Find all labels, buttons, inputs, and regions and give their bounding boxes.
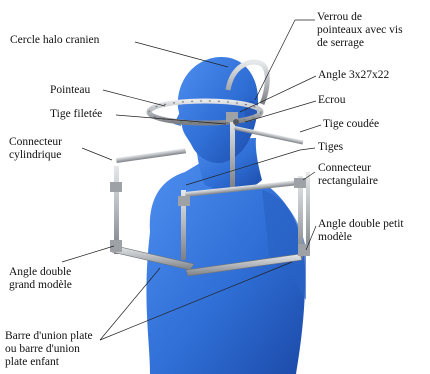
label-angle-double-grand-line-2: grand modèle (9, 279, 72, 292)
label-verrou-line-1: Verrou de (317, 11, 403, 24)
label-connecteur-rect-line-2: rectangulaire (318, 175, 378, 188)
label-connecteur-cyl-line-1: Connecteur (9, 136, 62, 149)
rod-left (116, 148, 186, 163)
leader-tige-coudee (300, 125, 321, 132)
label-angle-double-petit-line-2: modèle (318, 231, 404, 244)
label-barre-union: Barre d'union plate ou barre d'union pla… (5, 330, 93, 369)
label-barre-union-line-3: plate enfant (5, 356, 93, 369)
nut (233, 119, 239, 125)
leader-angle-grand (62, 246, 114, 262)
leader-connecteur-cyl (82, 148, 112, 160)
label-verrou-line-3: de serrage (317, 37, 403, 50)
label-barre-union-line-2: ou barre d'union (5, 343, 93, 356)
label-tige-filetee: Tige filetée (50, 108, 102, 121)
label-connecteur-cyl-line-2: cylindrique (9, 149, 62, 162)
halo-post (230, 118, 235, 188)
label-ecrou: Ecrou (318, 94, 345, 107)
leader-tiges-a (300, 148, 315, 150)
label-angle-3x27x22: Angle 3x27x22 (318, 69, 389, 82)
label-connecteur-cyl: Connecteur cylindrique (9, 136, 62, 162)
angle-bottom-left (110, 240, 122, 252)
angle-bottom-right (298, 244, 310, 256)
connector-left (110, 182, 122, 192)
label-angle-double-grand-line-1: Angle double (9, 266, 72, 279)
label-angle-double-grand: Angle double grand modèle (9, 266, 72, 292)
label-pointeau: Pointeau (50, 84, 90, 97)
connector-center (178, 196, 190, 206)
label-connecteur-rect: Connecteur rectangulaire (318, 162, 378, 188)
leader-cercle-halo (135, 42, 228, 67)
upright-right-2 (306, 172, 310, 256)
label-cercle-halo: Cercle halo cranien (10, 34, 99, 47)
leader-verrou (255, 20, 295, 100)
label-verrou-line-2: pointeaux avec vis (317, 24, 403, 37)
label-angle-double-petit: Angle double petit modèle (318, 218, 404, 244)
label-tige-coudee: Tige coudée (323, 118, 379, 131)
leader-pointeau (103, 90, 165, 106)
label-angle-double-petit-line-1: Angle double petit (318, 218, 404, 231)
label-connecteur-rect-line-1: Connecteur (318, 162, 378, 175)
label-verrou: Verrou de pointeaux avec vis de serrage (317, 11, 403, 50)
label-barre-union-line-1: Barre d'union plate (5, 330, 93, 343)
label-tiges: Tiges (318, 141, 343, 154)
